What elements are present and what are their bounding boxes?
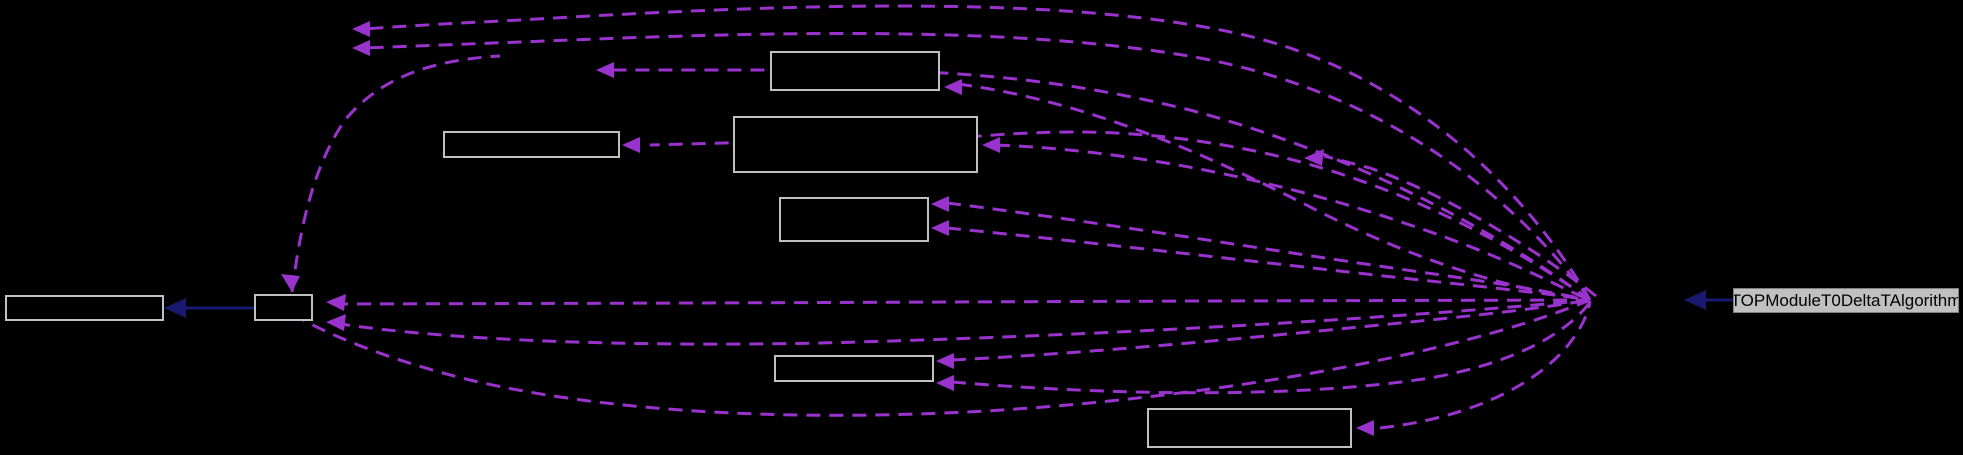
edge-hub-to-n2 — [649, 130, 1591, 302]
arrowhead-n6-lower — [936, 375, 954, 391]
graph-node-n6[interactable] — [774, 355, 934, 382]
edge-n6b-to-hub — [951, 301, 1592, 395]
arrowhead-n4 — [982, 137, 1000, 153]
edge-hub-to-mid-arrow — [612, 68, 1591, 302]
arrowhead-n6-upper — [936, 353, 954, 369]
edge-hub-to-topleft-1 — [363, 4, 1592, 301]
node-label: TOPModuleT0DeltaTAlgorithm — [1733, 291, 1959, 310]
arrowhead-far — [1304, 149, 1324, 166]
arrowhead-n1-lower — [326, 314, 346, 331]
graph-node-topmodulet0deltatalgorithm[interactable]: TOPModuleT0DeltaTAlgorithm — [1733, 288, 1959, 313]
dashed-edge-group — [290, 4, 1597, 430]
arrowhead-hub — [1684, 290, 1706, 310]
edge-hub-to-n1-lower — [339, 298, 1591, 346]
edge-hub-to-n1 — [339, 298, 1591, 306]
arrowhead-n0 — [164, 298, 186, 318]
edge-hub-to-topleft-2 — [363, 31, 1592, 301]
arrowhead-topleft-1 — [352, 21, 370, 37]
edge-n6a-to-hub — [951, 298, 1591, 362]
graph-node-n7[interactable] — [1147, 408, 1352, 448]
edge-hub-to-far-arrow — [1323, 154, 1597, 298]
graph-node-n4[interactable] — [733, 116, 978, 173]
edge-n3-to-hub — [957, 82, 1591, 302]
graph-node-n3[interactable] — [770, 51, 940, 91]
arrowhead-n1-top — [281, 274, 300, 292]
arrowhead-mid — [596, 62, 614, 78]
edge-n1-up-curve — [290, 54, 501, 293]
arrowhead-topleft-2 — [352, 40, 370, 56]
arrowhead-n3 — [944, 79, 962, 95]
edge-hub-to-n1-bottom — [299, 298, 1591, 417]
arrowhead-n7 — [1356, 420, 1374, 436]
edge-n4-to-hub — [995, 143, 1591, 302]
edge-n7-to-hub — [1379, 300, 1592, 430]
arrowhead-n5-lower — [931, 220, 949, 236]
edge-n5b-to-hub — [946, 226, 1591, 302]
graph-node-n1[interactable] — [254, 294, 313, 321]
graph-node-n2[interactable] — [443, 131, 620, 158]
arrowhead-group — [164, 21, 1706, 436]
graph-node-n5[interactable] — [779, 197, 929, 242]
edge-n5a-to-hub — [946, 201, 1591, 302]
arrowhead-n1-upper — [326, 294, 346, 311]
arrowhead-n2 — [622, 137, 640, 153]
graph-node-n0[interactable] — [5, 295, 164, 321]
arrowhead-n5-upper — [931, 196, 949, 212]
